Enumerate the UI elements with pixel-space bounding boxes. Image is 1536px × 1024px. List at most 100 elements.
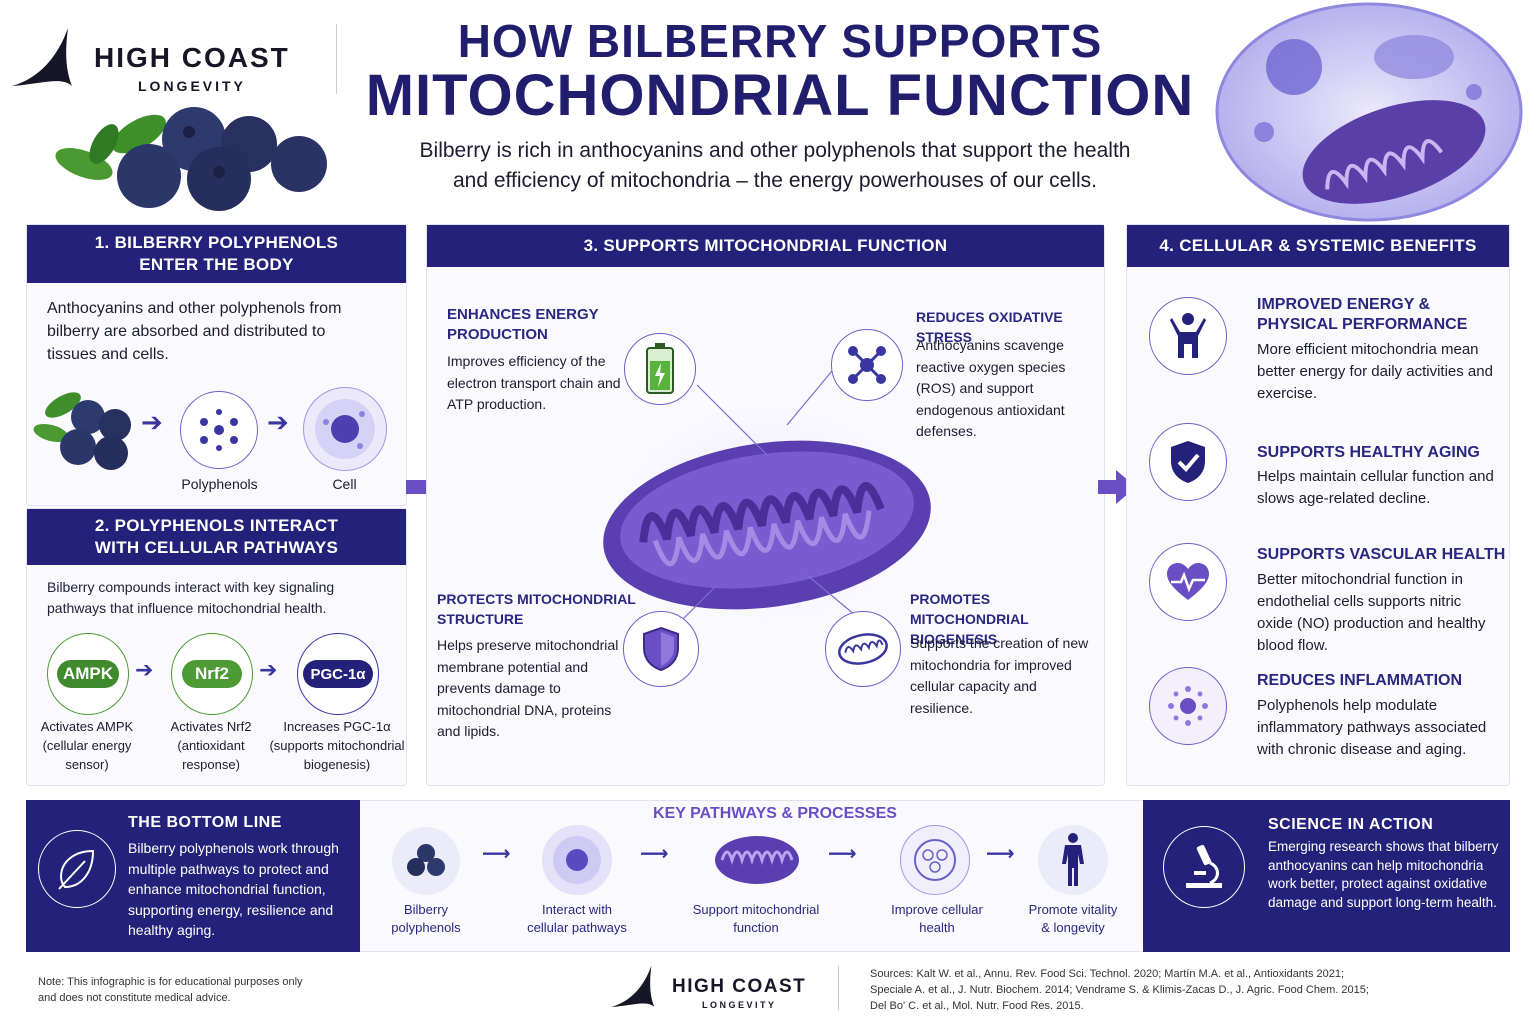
- bottom-line-text: Bilberry polyphenols work through multip…: [128, 840, 339, 938]
- panel-polyphenols-interact: 2. POLYPHENOLS INTERACT WITH CELLULAR PA…: [26, 508, 407, 786]
- page-title-line1: HOW BILBERRY SUPPORTS: [457, 15, 1103, 67]
- benefit-inflammation-text: Polyphenols help modulate inflammatory p…: [1257, 697, 1487, 758]
- footer-divider: [838, 966, 839, 1010]
- logo-swoosh-icon: [12, 28, 72, 86]
- step-2-line2: cellular pathways: [527, 920, 627, 935]
- key-pathways-title: KEY PATHWAYS & PROCESSES: [653, 805, 897, 822]
- pgc1a-badge: PGC-1α: [297, 633, 379, 715]
- mitochondria-small-icon: [825, 611, 901, 687]
- feature-biogenesis-title: PROMOTES MITOCHONDRIAL BIOGENESIS: [910, 589, 1105, 649]
- panel-supports-mitochondrial-function: 3. SUPPORTS MITOCHONDRIAL FUNCTION ENHAN…: [426, 224, 1105, 786]
- step-blueberry-icon: [392, 827, 460, 895]
- brand-sub: LONGEVITY: [138, 78, 246, 94]
- arrow-icon: ⟶: [640, 843, 669, 865]
- panel1-heading: 1. BILBERRY POLYPHENOLS ENTER THE BODY: [27, 225, 406, 283]
- disclaimer-note: Note: This infographic is for educationa…: [38, 974, 358, 1006]
- benefit-aging-title: SUPPORTS HEALTHY AGING: [1257, 444, 1480, 461]
- shield-check-icon: [1149, 423, 1227, 501]
- step-1-line1: Bilberry: [403, 902, 449, 917]
- step-label-1: Bilberry polyphenols: [360, 901, 492, 937]
- nrf2-description: Activates Nrf2 (antioxidant response): [151, 717, 271, 774]
- feature-biogenesis-text: Supports the creation of new mitochondri…: [910, 635, 1089, 716]
- step-mitochondria-icon: [715, 836, 799, 884]
- panel-bilberry-polyphenols: 1. BILBERRY POLYPHENOLS ENTER THE BODY A…: [26, 224, 407, 506]
- feature-biogenesis-title-line2: BIOGENESIS: [910, 631, 998, 647]
- molecule-network-icon: [831, 329, 903, 401]
- step-cell-health-icon: [900, 825, 970, 895]
- arrow-icon: ➔: [267, 407, 289, 437]
- benefit-energy-text: More efficient mitochondria mean better …: [1257, 341, 1493, 402]
- subtitle-line2: and efficiency of mitochondria – the ene…: [453, 169, 1097, 192]
- subtitle-line1: Bilberry is rich in anthocyanins and oth…: [419, 139, 1131, 162]
- sources-line1: Sources: Kalt W. et al., Annu. Rev. Food…: [870, 968, 1345, 980]
- battery-icon: [624, 333, 696, 405]
- benefit-inflammation-title: REDUCES INFLAMMATION: [1257, 672, 1463, 689]
- arrow-icon: ⟶: [986, 843, 1015, 865]
- person-icon: [1149, 297, 1227, 375]
- heart-pulse-icon: [1149, 543, 1227, 621]
- leaf-icon: [38, 830, 116, 908]
- feature-energy-title-line1: ENHANCES ENERGY: [447, 306, 599, 323]
- benefit-aging-text: Helps maintain cellular function and slo…: [1257, 468, 1494, 507]
- sources-line3: Del Bo' C. et al., Mol. Nutr. Food Res. …: [870, 1000, 1084, 1012]
- ampk-desc-line2: (cellular energy: [42, 738, 132, 753]
- panel1-text: Anthocyanins and other polyphenols from …: [47, 300, 342, 363]
- page-title-line2: MITOCHONDRIAL FUNCTION: [365, 63, 1195, 128]
- footer-brand-name: HIGH COAST: [672, 976, 807, 997]
- step-person-icon: [1038, 825, 1108, 895]
- nrf2-badge: Nrf2: [171, 633, 253, 715]
- shield-icon: [623, 611, 699, 687]
- blueberry-cluster-icon: [55, 107, 327, 211]
- benefit-energy-title: IMPROVED ENERGY & PHYSICAL PERFORMANCE: [1257, 295, 1497, 335]
- microscope-icon: [1163, 826, 1245, 908]
- brand-name: HIGH COAST: [94, 42, 290, 73]
- panel2-heading: 2. POLYPHENOLS INTERACT WITH CELLULAR PA…: [27, 509, 406, 565]
- feature-energy-title: ENHANCES ENERGY PRODUCTION: [447, 305, 647, 345]
- step-label-3: Support mitochondrial function: [678, 901, 834, 937]
- nrf2-label: Nrf2: [182, 660, 242, 688]
- step-3-line1: Support mitochondrial: [692, 902, 820, 917]
- nrf2-desc-line1: Activates Nrf2: [170, 719, 252, 734]
- arrow-icon: ⟶: [482, 843, 511, 865]
- step-cell-icon: [542, 825, 612, 895]
- ampk-desc-line1: Activates AMPK: [40, 719, 134, 734]
- sources-line2: Speciale A. et al., J. Nutr. Biochem. 20…: [870, 984, 1369, 996]
- step-4-line1: Improve cellular: [891, 902, 983, 917]
- label-polyphenols: Polyphenols: [181, 476, 258, 492]
- pgc1a-description: Increases PGC-1α (supports mitochondrial…: [267, 717, 407, 774]
- ampk-description: Activates AMPK (cellular energy sensor): [27, 717, 147, 774]
- step-5-line2: & longevity: [1041, 920, 1105, 935]
- panel3-heading: 3. SUPPORTS MITOCHONDRIAL FUNCTION: [427, 225, 1104, 267]
- arrow-icon: ➔: [259, 657, 278, 682]
- science-text: Emerging research shows that bilberry an…: [1268, 839, 1499, 910]
- feature-structure-title-line2: STRUCTURE: [437, 611, 524, 627]
- feature-structure-title: PROTECTS MITOCHONDRIAL STRUCTURE: [437, 589, 637, 629]
- pgc1a-desc-line2: (supports mitochondrial: [269, 738, 405, 753]
- bottom-line-box: THE BOTTOM LINE Bilberry polyphenols wor…: [26, 800, 360, 952]
- cell-illustration-icon: [1215, 2, 1523, 222]
- benefit-energy-title-line1: IMPROVED ENERGY &: [1257, 296, 1431, 313]
- blueberry-icon: [33, 392, 131, 470]
- nrf2-desc-line2: (antioxidant: [177, 738, 245, 753]
- feature-oxidative-text: Anthocyanins scavenge reactive oxygen sp…: [916, 337, 1066, 439]
- molecule-icon: [180, 391, 258, 469]
- note-line2: and does not constitute medical advice.: [38, 992, 231, 1004]
- header-divider: [336, 24, 337, 94]
- feature-energy-title-line2: PRODUCTION: [447, 326, 548, 343]
- panel-cellular-systemic-benefits: 4. CELLULAR & SYSTEMIC BENEFITS IMPROVED…: [1126, 224, 1510, 786]
- step-label-4: Improve cellular health: [872, 901, 1002, 937]
- inflammation-icon: [1149, 667, 1227, 745]
- bottom-line-title: THE BOTTOM LINE: [128, 814, 282, 831]
- benefit-vascular-title: SUPPORTS VASCULAR HEALTH: [1257, 546, 1506, 563]
- step-1-line2: polyphenols: [391, 920, 461, 935]
- science-title: SCIENCE IN ACTION: [1268, 816, 1434, 833]
- ampk-badge: AMPK: [47, 633, 129, 715]
- pgc1a-desc-line3: biogenesis): [303, 757, 371, 772]
- arrow-icon: ➔: [135, 657, 154, 682]
- feature-oxidative-title: REDUCES OXIDATIVE STRESS: [916, 309, 1063, 345]
- panel2-heading-line1: 2. POLYPHENOLS INTERACT: [94, 516, 339, 535]
- panel1-heading-line2: ENTER THE BODY: [139, 255, 294, 274]
- page-subtitle: Bilberry is rich in anthocyanins and oth…: [380, 136, 1170, 196]
- key-pathways-box: KEY PATHWAYS & PROCESSES ⟶ ⟶ ⟶ ⟶ Bilberr…: [360, 800, 1143, 952]
- step-2-line1: Interact with: [541, 902, 613, 917]
